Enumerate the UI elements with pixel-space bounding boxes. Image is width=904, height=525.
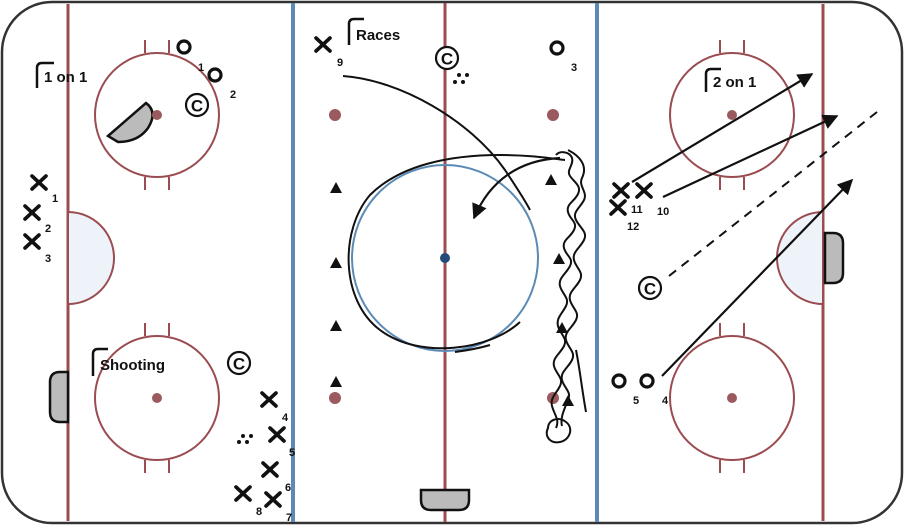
coach-icon: C [637,275,663,301]
player-x-icon [23,204,41,221]
player-x-label: 4 [282,412,289,424]
player-o-label: 4 [662,395,669,407]
skate-path-icon [454,344,491,353]
cone-icon [330,174,574,406]
player-o-icon [549,40,565,56]
player-x-icon [260,391,278,408]
neutral-dot-left-bottom [329,392,341,404]
faceoff-circle-left-bottom [94,323,220,473]
player-o-label: 1 [198,62,204,74]
player-x-icon [609,199,627,216]
faceoff-dot-right-bottom [727,393,737,403]
crease-left [67,210,115,306]
puck-pile-icon [453,73,469,84]
player-x-icon [234,485,252,502]
player-x-label: 5 [289,447,295,459]
player-x-label: 12 [627,221,639,233]
pass-arrow-icon [662,114,839,198]
faceoff-dot-left-top [152,110,162,120]
station-bracket-1on1 [35,61,54,88]
player-x-label: 11 [631,204,643,216]
pass-arrow-icon [631,73,814,183]
player-o-icon [176,39,192,55]
player-o-label: 3 [571,62,577,74]
pass-arrow-icon [668,111,878,277]
station-label-2on1: 2 on 1 [713,74,756,91]
svg-text:C: C [441,50,453,69]
player-x-icon [23,233,41,250]
player-o-icon [639,373,655,389]
coach-icon: C [434,45,460,71]
player-x-label: 10 [657,206,669,218]
coach-icon: C [184,92,210,118]
player-x-icon [264,491,282,508]
svg-text:C: C [233,355,245,374]
station-label-races: Races [356,27,400,44]
faceoff-dot-right-top [727,110,737,120]
skate-path-icon [550,151,580,429]
skate-path-icon [545,418,572,444]
station-label-shooting: Shooting [100,357,165,374]
player-x-label: 8 [256,506,262,518]
player-o-icon [207,67,223,83]
neutral-dot-right-top [547,109,559,121]
player-x-label: 6 [285,482,291,494]
skate-path-icon [342,75,531,211]
faceoff-circle-right-bottom [669,323,795,473]
station-bracket-races [347,17,364,45]
crease-right [776,210,824,306]
skate-path-icon [575,349,587,413]
puck-pile-icon [237,434,253,444]
player-x-icon [261,461,279,478]
player-x-label: 7 [286,512,292,524]
station-bracket-2on1 [704,67,721,92]
pass-arrow-icon [472,156,561,220]
player-x-label: 2 [45,223,51,235]
player-o-icon [611,373,627,389]
svg-text:C: C [191,97,203,116]
net-left-top-circle [105,101,154,144]
station-label-1on1: 1 on 1 [44,69,87,86]
player-x-label: 1 [52,193,58,205]
coach-icon: C [226,350,252,376]
pass-arrow-icon [661,178,854,377]
player-x-icon [612,182,630,199]
center-faceoff-dot [440,253,450,263]
player-x-icon [314,36,332,53]
player-o-label: 5 [633,395,639,407]
svg-text:C: C [644,280,656,299]
faceoff-circle-left-top [94,40,220,190]
player-x-icon [268,426,286,443]
player-o-label: 2 [230,89,236,101]
faceoff-circle-right-top [669,40,795,190]
net-center-bottom [419,488,471,512]
player-x-icon [30,174,48,191]
center-faceoff-circle [351,164,539,352]
skate-path-icon [560,149,586,427]
net-left-bottom [48,370,70,424]
neutral-dot-left-top [329,109,341,121]
station-bracket-shooting [91,347,108,376]
net-right [823,231,845,285]
player-x-label: 9 [337,57,343,69]
skate-path-icon [347,153,566,350]
player-x-icon [635,182,653,199]
player-x-label: 3 [45,253,51,265]
faceoff-dot-left-bottom [152,393,162,403]
